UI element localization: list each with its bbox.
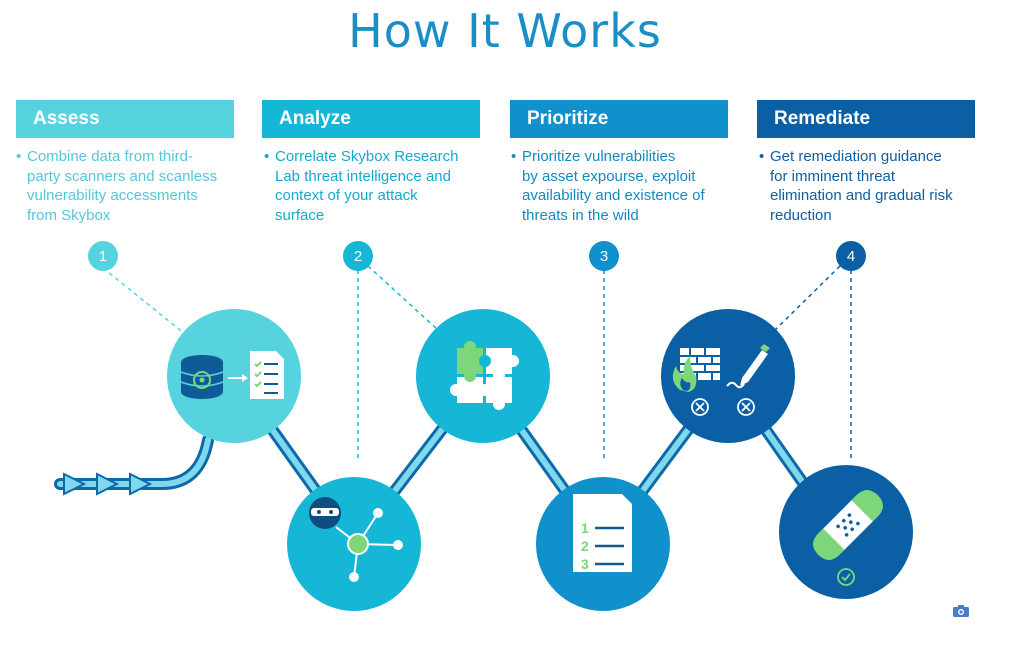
desc-line: from Skybox: [27, 206, 111, 224]
step-title-prioritize: Prioritize: [527, 108, 609, 129]
bandage-icon: [779, 465, 913, 599]
desc-line: for imminent threat: [770, 167, 896, 185]
step-header-assess: Assess: [16, 100, 234, 138]
step-header-prioritize: Prioritize: [510, 100, 728, 138]
step-number-text: 1: [99, 248, 107, 265]
camera-icon[interactable]: [952, 604, 970, 618]
page-title: How It Works: [348, 4, 662, 58]
puzzle-icon: [416, 309, 550, 443]
desc-line: availability and existence of: [522, 187, 705, 204]
step-number-text: 4: [847, 248, 855, 265]
step-number-4: 4: [836, 241, 866, 271]
desc-line: Correlate Skybox Research: [275, 148, 459, 165]
svg-text:2: 2: [581, 538, 589, 554]
desc-line: party scanners and scanless: [27, 167, 218, 185]
desc-line: context of your attack: [275, 187, 418, 204]
desc-line: elimination and gradual risk: [770, 187, 953, 204]
step-description-assess: • Combine data from third- party scanner…: [16, 148, 218, 224]
step-title-assess: Assess: [33, 108, 100, 129]
svg-text:3: 3: [581, 556, 589, 572]
firewall-pen-icon: [661, 309, 795, 443]
desc-line: Lab threat intelligence and: [275, 167, 451, 185]
svg-text:1: 1: [581, 520, 589, 536]
step-description-prioritize: • Prioritize vulnerabilities by asset ex…: [511, 148, 705, 224]
desc-line: threats in the wild: [522, 206, 639, 224]
desc-line: Combine data from third-: [27, 148, 193, 165]
desc-line: Get remediation guidance: [770, 148, 942, 165]
step-header-remediate: Remediate: [757, 100, 975, 138]
desc-line: reduction: [770, 206, 832, 224]
ninja-network-icon: [287, 477, 421, 611]
database-to-checklist-icon: [167, 309, 301, 443]
step-description-analyze: • Correlate Skybox Research Lab threat i…: [264, 148, 459, 224]
step-number-1: 1: [88, 241, 118, 271]
step-number-3: 3: [589, 241, 619, 271]
dashed-connectors: [102, 265, 852, 462]
step-number-text: 3: [600, 248, 608, 265]
start-arrows-icon: [63, 472, 153, 496]
step-number-text: 2: [354, 248, 362, 265]
step-description-remediate: • Get remediation guidance for imminent …: [759, 148, 953, 224]
desc-line: Prioritize vulnerabilities: [522, 148, 676, 165]
step-number-2: 2: [343, 241, 373, 271]
step-header-analyze: Analyze: [262, 100, 480, 138]
step-title-analyze: Analyze: [279, 108, 351, 129]
step-title-remediate: Remediate: [774, 108, 871, 129]
desc-line: vulnerability accessments: [27, 187, 198, 204]
desc-line: surface: [275, 206, 325, 224]
desc-line: by asset expourse, exploit: [522, 167, 696, 185]
numbered-list-icon: 1 2 3: [536, 477, 670, 611]
